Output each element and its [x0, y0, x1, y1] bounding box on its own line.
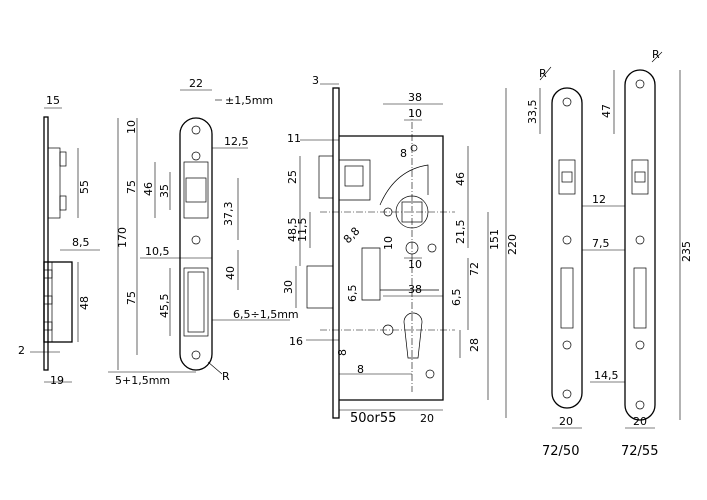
dim-46-body: 46 — [454, 172, 467, 186]
lock-case — [339, 135, 444, 401]
dim-48: 48 — [78, 296, 91, 310]
label-72-50: 72/50 — [542, 444, 579, 459]
side-view: 15 55 8,5 48 2 19 — [18, 94, 100, 387]
dim-235: 235 — [680, 241, 693, 262]
faceplate-edge — [43, 116, 49, 371]
faceplate-72-55: R 47 235 14,5 20 72/55 — [590, 48, 693, 459]
dim-7-5: 7,5 — [592, 237, 610, 250]
dim-28: 28 — [468, 338, 481, 352]
bolt-slot-55 — [633, 267, 647, 329]
lock-faceplate — [332, 87, 340, 419]
dim-45-5: 45,5 — [158, 294, 171, 319]
dim-8-5: 8,5 — [72, 236, 90, 249]
dim-55: 55 — [78, 180, 91, 194]
dim-30: 30 — [282, 280, 295, 294]
dead-bolt — [306, 265, 334, 309]
dim-22: 22 — [189, 77, 203, 90]
dim-220: 220 — [506, 234, 519, 255]
dim-170: 170 — [116, 227, 129, 248]
dim-21-5: 21,5 — [454, 220, 467, 245]
radius-strike: R — [222, 370, 230, 383]
dim-8-left: 8 — [336, 349, 349, 356]
latch-slot-50 — [558, 159, 576, 195]
dim-35: 35 — [158, 184, 171, 198]
dim-backset: 50or55 — [350, 411, 396, 426]
dim-15: 15 — [46, 94, 60, 107]
dim-6-5-left: 6,5 — [346, 285, 359, 303]
dim-20-plate55: 20 — [633, 415, 647, 428]
plate-55-outline — [624, 69, 656, 421]
latch-side — [47, 147, 61, 219]
dim-8-8: 8,8 — [341, 225, 363, 247]
dim-75-lower: 75 — [125, 291, 138, 305]
latch-slot-55 — [631, 159, 649, 195]
dim-6-5-range: 6,5÷1,5mm — [233, 308, 299, 321]
dim-10: 10 — [125, 120, 138, 134]
dim-19: 19 — [50, 374, 64, 387]
dim-46: 46 — [142, 182, 155, 196]
dim-151: 151 — [488, 229, 501, 250]
dim-33-5: 33,5 — [526, 100, 539, 125]
strike-plate: 22 ±1,5mm 10 12,5 75 46 35 37,3 170 10,5… — [108, 77, 299, 387]
dim-20-body: 20 — [420, 412, 434, 425]
dim-72: 72 — [468, 262, 481, 276]
radius-55: R — [652, 48, 660, 61]
dim-40: 40 — [224, 266, 237, 280]
dim-10-top: 10 — [408, 107, 422, 120]
dim-20-plate50: 20 — [559, 415, 573, 428]
dim-38-top: 38 — [408, 91, 422, 104]
dim-48-5: 48,5 — [286, 218, 299, 243]
dim-10-5: 10,5 — [145, 245, 170, 258]
strike-outline — [179, 117, 213, 371]
bolt-opening — [183, 267, 209, 337]
dim-11-5: 11,5 — [296, 218, 309, 243]
cylinder-cutout — [403, 312, 423, 359]
dim-75-upper: 75 — [125, 180, 138, 194]
dim-25: 25 — [286, 170, 299, 184]
dim-5-plus: 5+1,5mm — [115, 374, 170, 387]
dim-37-3: 37,3 — [222, 202, 235, 227]
dim-3: 3 — [312, 74, 319, 87]
dim-10-lower: 10 — [408, 258, 422, 271]
dim-8-bottom: 8 — [357, 363, 364, 376]
dim-16: 16 — [289, 335, 303, 348]
latch-bolt — [318, 155, 334, 199]
dim-14-5: 14,5 — [594, 369, 619, 382]
dim-11: 11 — [287, 132, 301, 145]
faceplate-72-50: R 33,5 12 7,5 20 72/50 — [526, 66, 625, 459]
lock-body: 3 38 10 11 8 25 46 48,5 11,5 8,8 10 21,5… — [282, 74, 519, 426]
label-72-55: 72/55 — [621, 444, 658, 459]
dim-8-top: 8 — [400, 147, 407, 160]
plate-50-outline — [551, 87, 583, 409]
dim-47: 47 — [600, 104, 613, 118]
latch-opening — [183, 161, 209, 219]
dim-12: 12 — [592, 193, 606, 206]
dim-10-mid: 10 — [382, 236, 395, 250]
radius-50: R — [539, 67, 547, 80]
dim-12-5: 12,5 — [224, 135, 249, 148]
dim-6-5-right: 6,5 — [450, 289, 463, 307]
dim-38-lower: 38 — [408, 283, 422, 296]
dim-tolerance: ±1,5mm — [225, 94, 273, 107]
bolt-slot-50 — [560, 267, 574, 329]
dim-2: 2 — [18, 344, 25, 357]
